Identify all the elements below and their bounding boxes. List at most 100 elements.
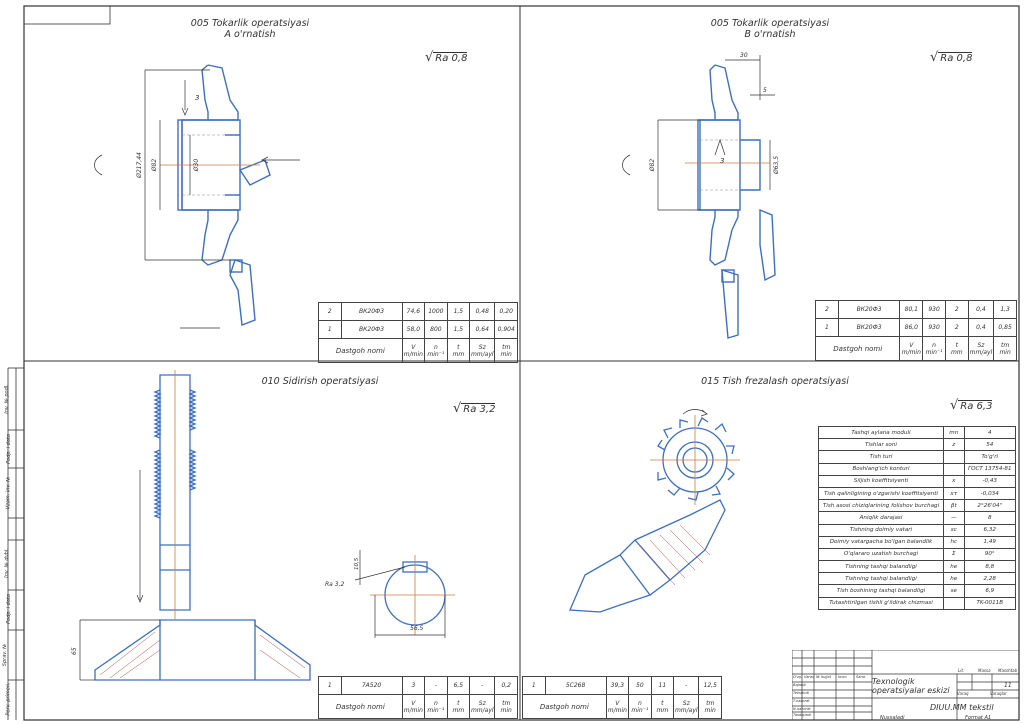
section-c-title-line1: 010 Sidirish operatsiyasi	[261, 376, 379, 387]
title-block-role-ncontrol: N.nazorat	[793, 707, 811, 711]
dim-b-five: 5	[763, 87, 767, 94]
section-b-title-line1: 005 Tokarlik operatsiyasi	[710, 18, 830, 29]
section-b-title-line2: B o'rnatish	[744, 29, 796, 40]
section-d-roughness-value: Ra 6,3	[958, 400, 993, 412]
spec-symbol: Σ	[943, 547, 965, 562]
operation-table-b: 2 ВК20Ф3 80,1 930 2 0,4 1,3 1 ВК20Ф3 86,…	[814, 300, 1017, 361]
dim-b-three: 3	[720, 157, 724, 165]
machine-name-label: Dastgoh nomi	[814, 336, 901, 361]
table-row: Tish asosi chiziqlarining folishov burch…	[818, 499, 1017, 513]
side-label-perv-primen: Perv. primen.	[5, 682, 12, 716]
roughness-symbol-icon: √	[950, 398, 959, 413]
title-block-sheet: 11	[1004, 682, 1012, 689]
title-block-row-sign: Imzo	[838, 675, 847, 679]
spec-value: 90°	[963, 547, 1017, 562]
section-b-drawing: 30 5 Ø82 Ø63,5 3	[622, 52, 780, 339]
spec-param: Tishning tashqi balandligi	[818, 572, 944, 586]
title-block-code: DIUU.MM tekstil	[930, 703, 994, 712]
operation-table-d: 1 5С268 39,3 50 11 - 12,5 Dastgoh nomi V…	[522, 676, 722, 719]
section-b-title: 005 Tokarlik operatsiyasi B o'rnatish	[690, 18, 850, 40]
table-row: Tish qalinligining o'zgarishi koeffitsiy…	[818, 486, 1017, 501]
title-block-row-date: Sana	[856, 675, 865, 679]
dim-a-mid: Ø82	[151, 159, 158, 173]
title-block-role-approve: Tasdiqladi	[793, 713, 811, 717]
spec-param: Tish qalinligining o'zgarishi koeffitsiy…	[818, 486, 944, 501]
side-label-vzam-inv: Vzam. inv. №	[5, 476, 12, 510]
title-block-role-check: Tekshirdi	[793, 691, 809, 695]
title-block-col-scale: Masshtab	[998, 668, 1018, 673]
title-block-frame	[792, 650, 1019, 720]
section-a-title: 005 Tokarlik operatsiyasi A o'rnatish	[170, 18, 330, 40]
section-d-roughness: √Ra 6,3	[950, 398, 993, 413]
section-c-roughness-value: Ra 3,2	[461, 403, 496, 415]
spec-param: Boshlang'ich konturi	[818, 462, 944, 476]
table-row: 1 5С268 39,3 50 11 - 12,5	[522, 676, 722, 695]
spec-symbol: hc	[943, 535, 965, 549]
spec-symbol: xτ	[943, 486, 965, 501]
spec-symbol: sc	[943, 523, 965, 537]
dim-b-right: Ø63,5	[773, 156, 780, 175]
title-block-row-doc: № hujjat	[816, 675, 832, 679]
table-footer-row: Dastgoh nomi V m/min n min⁻¹ t mm Sz mm/…	[814, 336, 1017, 361]
spec-symbol: mn	[943, 425, 965, 440]
section-b-roughness-value: Ra 0,8	[938, 52, 973, 64]
table-row: Aniqlik darajasi—8	[818, 511, 1017, 525]
spec-symbol: z	[943, 438, 965, 452]
section-a-title-line2: A o'rnatish	[224, 29, 276, 40]
title-block-col-lit: Lit.	[958, 668, 965, 673]
spec-value: -0,034	[963, 486, 1017, 501]
spec-symbol	[943, 450, 965, 464]
table-row: Boshlang'ich konturi ГОСТ 13754-81	[818, 462, 1017, 476]
dim-c-left: 65	[71, 647, 78, 655]
spec-symbol: he	[943, 572, 965, 586]
spec-value: 8,8	[963, 560, 1017, 574]
title-block-row-sheet: Varaq	[804, 675, 815, 679]
side-label-sprav: Sprav. №	[2, 643, 9, 667]
dim-c-rough: Ra 3,2	[325, 581, 344, 588]
title-block-sheets-label: Varaqlar	[990, 691, 1007, 696]
spec-param: Tish boshining tashqi balandligi	[818, 584, 944, 598]
spec-value: 4	[963, 425, 1017, 440]
side-label-inv-dubl: Inv. № dubl.	[3, 548, 10, 578]
operation-table-c: 1 7А520 3 - 6,5 - 0,2 Dastgoh nomi V m/m…	[318, 676, 518, 719]
dim-a-small: Ø30	[193, 159, 200, 173]
title-block-format: Format A1	[965, 715, 992, 721]
spec-param: Tutashtirilgan tishli g'ildirak chizmasi	[818, 596, 944, 610]
title-block-row-change: O'zg.	[793, 675, 803, 679]
title-block-sheet-label: Varaq	[957, 691, 969, 696]
table-row: 1 ВК20Ф3 86,0 930 2 0,4 0,85	[815, 318, 1017, 337]
spec-value: 1,49	[963, 535, 1017, 549]
spec-value: 54	[963, 438, 1017, 452]
dim-b-top: 30	[740, 52, 748, 59]
spec-param: Tish turi	[818, 450, 944, 464]
spec-value: ГОСТ 13754-81	[963, 462, 1017, 476]
dim-a-big: Ø217,44	[136, 152, 143, 179]
section-a-roughness-value: Ra 0,8	[433, 52, 468, 64]
spec-param: Tishning tashqi balandligi	[818, 560, 944, 574]
title-block-name: Texnologik operatsiyalar eskizi	[872, 677, 950, 695]
table-row: Tutashtirilgan tishli g'ildirak chizmasi…	[818, 596, 1017, 610]
spec-symbol: se	[943, 584, 965, 598]
title-block-col-mass: Massa	[978, 668, 991, 673]
table-footer-row: Dastgoh nomi V m/min n min⁻¹ t mm Sz mm/…	[318, 338, 518, 363]
spec-param: Tish asosi chiziqlarining folishov burch…	[818, 499, 944, 513]
title-block-role-done: Bajardi	[793, 683, 806, 687]
section-a-drawing: Ø217,44 Ø82 Ø30 3	[94, 64, 300, 329]
spec-param: Siljish koeffitsiyenti	[818, 474, 944, 488]
title-block-role-tcontrol: T.nazorat	[793, 699, 810, 703]
table-row: 2 ВК20Ф3 80,1 930 2 0,4 1,3	[815, 300, 1017, 319]
title-block-copied: Nusxaladi	[880, 715, 905, 721]
spec-symbol	[943, 462, 965, 476]
table-row: 1 ВК20Ф3 58,0 800 1,5 0,64 0,904	[318, 320, 518, 339]
section-d-title-line1: 015 Tish frezalash operatsiyasi	[701, 376, 849, 387]
spec-symbol: βt	[943, 499, 965, 513]
spec-value: 6,9	[963, 584, 1017, 598]
spec-param: Doimiy vatargacha bo'lgan balandlik	[818, 535, 944, 549]
